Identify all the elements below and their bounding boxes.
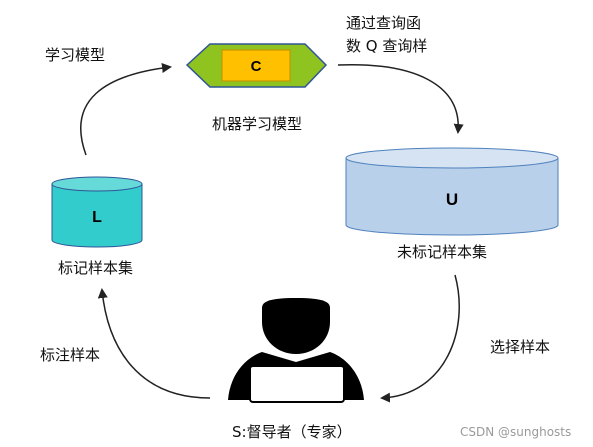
unlabeled-set-cylinder: U: [345, 147, 559, 236]
learn-model-label: 学习模型: [45, 46, 106, 64]
arrow-label-sample: [97, 288, 211, 399]
watermark: CSDN @sunghosts: [460, 425, 572, 439]
unlabeled-letter: U: [446, 190, 458, 209]
labeled-letter: L: [92, 209, 102, 226]
supervisor-label: S:督导者（专家）: [232, 423, 352, 441]
query-function-label-line1: 通过查询函: [346, 14, 422, 32]
labeled-set-cylinder: L: [51, 176, 143, 248]
labeled-set-label: 标记样本集: [58, 259, 134, 277]
arrow-learn-model: [80, 63, 172, 156]
unlabeled-set-label: 未标记样本集: [397, 243, 488, 261]
supervisor-person-icon: [228, 298, 364, 403]
label-sample-label: 标注样本: [40, 346, 101, 364]
query-function-label-line2: 数 Q 查询样: [346, 37, 428, 55]
ml-model-label: 机器学习模型: [212, 115, 303, 133]
select-sample-label: 选择样本: [490, 338, 551, 356]
model-inner-box: [221, 49, 291, 82]
arrow-query: [337, 64, 464, 134]
model-node: C: [185, 43, 328, 88]
model-letter: C: [251, 58, 262, 75]
arrow-select-sample: [380, 274, 460, 403]
